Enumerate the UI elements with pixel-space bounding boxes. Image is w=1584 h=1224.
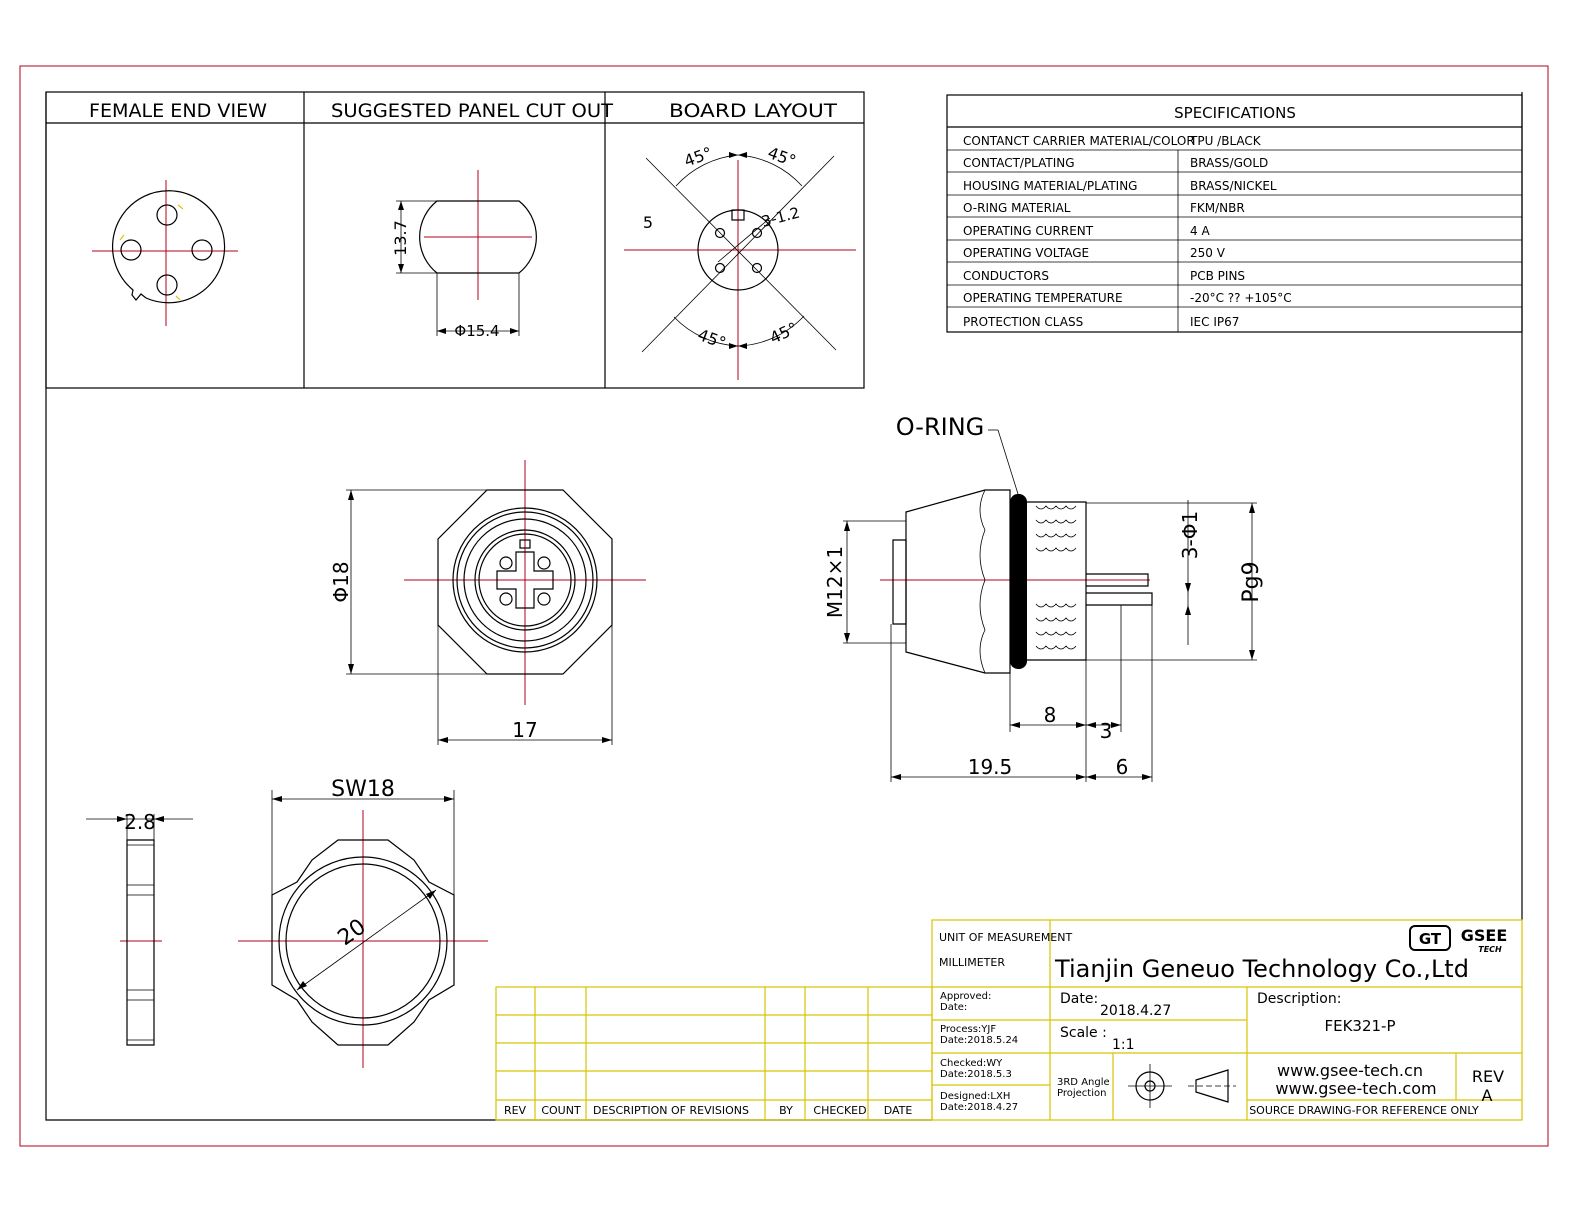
spec-value: BRASS/NICKEL (1190, 179, 1277, 193)
board-holes-label: 3-1.2 (760, 203, 802, 230)
front-width-label: 17 (512, 718, 537, 742)
third-angle-projection-icon (1128, 1064, 1236, 1108)
angle-bottom-right: 45° (767, 318, 801, 347)
checked-header: CHECKED (813, 1104, 866, 1117)
spec-value: PCB PINS (1190, 269, 1245, 283)
female-end-view (92, 180, 238, 326)
website-com: www.gsee-tech.com (1275, 1079, 1436, 1098)
nut-sw-label: SW18 (331, 777, 395, 802)
spec-label: HOUSING MATERIAL/PLATING (963, 179, 1137, 193)
description-value: FEK321-P (1324, 1017, 1395, 1035)
spec-value: IEC IP67 (1190, 315, 1239, 329)
source-note: SOURCE DRAWING-FOR REFERENCE ONLY (1249, 1104, 1479, 1117)
process-date: Date:2018.5.24 (940, 1035, 1018, 1046)
front-view: Φ18 17 (329, 460, 646, 745)
scale-label: Scale : (1060, 1025, 1107, 1041)
angle-top-right: 45° (765, 143, 798, 171)
len-8-label: 8 (1044, 703, 1057, 727)
title-block: UNIT OF MEASUREMENT MILLIMETER Tianjin G… (931, 919, 1523, 1121)
designed-date: Date:2018.4.27 (940, 1102, 1018, 1113)
spec-label: OPERATING VOLTAGE (963, 246, 1089, 260)
angle-bottom-left: 45° (695, 325, 728, 353)
pg-label: Pg9 (1239, 561, 1264, 602)
specifications-table: SPECIFICATIONS CONTANCT CARRIER MATERIAL… (946, 94, 1523, 333)
website-cn: www.gsee-tech.cn (1277, 1061, 1423, 1080)
specifications-title: SPECIFICATIONS (1174, 104, 1296, 122)
revisions-table: REV COUNT DESCRIPTION OF REVISIONS BY CH… (495, 986, 933, 1121)
count-header: COUNT (541, 1104, 581, 1117)
nut-side-view: 2.8 (86, 810, 193, 1046)
rev-value: A (1482, 1086, 1493, 1105)
female-end-view-title: FEMALE END VIEW (89, 100, 267, 122)
len-3-label: 3 (1100, 719, 1113, 743)
len-6-label: 6 (1116, 755, 1129, 779)
process-label: Process:YJF (940, 1024, 996, 1035)
checked-label: Checked:WY (940, 1058, 1003, 1069)
spec-label: PROTECTION CLASS (963, 315, 1083, 329)
o-ring-label: O-RING (896, 413, 985, 441)
approved-date: Date: (940, 1002, 967, 1013)
rev-header: REV (504, 1104, 527, 1117)
cutout-height-label: 13.7 (391, 220, 410, 256)
len-19-5-label: 19.5 (968, 755, 1013, 779)
board-left-dim: 5 (643, 213, 653, 232)
rev-label: REV (1472, 1067, 1504, 1086)
by-header: BY (779, 1104, 793, 1117)
unit-label: UNIT OF MEASUREMENT (939, 931, 1072, 944)
date-value: 2018.4.27 (1100, 1003, 1171, 1019)
board-layout-view: 45° 45° 45° 45° 5 3-1.2 (624, 143, 856, 380)
nut-dia-label: 20 (334, 914, 371, 951)
unit-value: MILLIMETER (939, 956, 1005, 969)
company-name: Tianjin Geneuo Technology Co.,Ltd (1054, 955, 1469, 983)
spec-value: FKM/NBR (1190, 201, 1245, 215)
sheet-border (19, 65, 1549, 1147)
date-label: Date: (1060, 991, 1098, 1007)
spec-value: BRASS/GOLD (1190, 156, 1268, 170)
checked-date: Date:2018.5.3 (940, 1069, 1012, 1080)
nut-front-view: 20 SW18 (238, 777, 488, 1068)
date-header: DATE (884, 1104, 913, 1117)
spec-value: -20°C ?? +105°C (1190, 291, 1292, 305)
description-header: DESCRIPTION OF REVISIONS (593, 1104, 749, 1117)
logo-text: GSEE (1461, 926, 1508, 945)
side-view: O-RING M12×1 Pg9 3-Φ1 8 3 19.5 6 (823, 413, 1264, 782)
view-boxes: FEMALE END VIEW SUGGESTED PANEL CUT OUT … (45, 91, 865, 389)
spec-value: 4 A (1190, 224, 1210, 238)
o-ring-shape (1010, 494, 1027, 669)
logo-badge: GT (1419, 930, 1442, 948)
nut-thickness-label: 2.8 (124, 810, 156, 834)
drawing-frame (45, 92, 932, 1121)
designed-label: Designed:LXH (940, 1091, 1010, 1102)
spec-label: CONTANCT CARRIER MATERIAL/COLOR (963, 134, 1195, 148)
spec-value: TPU /BLACK (1189, 134, 1262, 148)
projection-line-1: 3RD Angle (1057, 1077, 1110, 1088)
spec-label: OPERATING TEMPERATURE (963, 291, 1123, 305)
board-layout-title: BOARD LAYOUT (669, 100, 837, 122)
spec-label: CONDUCTORS (963, 269, 1049, 283)
panel-cutout-view: 13.7 Φ15.4 (391, 170, 537, 340)
spec-label: OPERATING CURRENT (963, 224, 1094, 238)
thread-label: M12×1 (823, 546, 847, 618)
panel-cut-out-title: SUGGESTED PANEL CUT OUT (331, 100, 613, 122)
spec-label: O-RING MATERIAL (963, 201, 1071, 215)
gsee-logo: GT GSEE TECH (1409, 925, 1508, 954)
angle-top-left: 45° (682, 143, 715, 171)
spec-label: CONTACT/PLATING (963, 156, 1075, 170)
scale-value: 1:1 (1112, 1037, 1135, 1053)
projection-line-2: Projection (1057, 1088, 1106, 1099)
cutout-dia-label: Φ15.4 (454, 322, 499, 340)
description-label: Description: (1257, 991, 1341, 1007)
pin-holes-label: 3-Φ1 (1178, 511, 1202, 559)
logo-sub: TECH (1478, 945, 1502, 954)
spec-value: 250 V (1190, 246, 1226, 260)
front-dia-label: Φ18 (329, 561, 353, 602)
approved-label: Approved: (940, 991, 991, 1002)
